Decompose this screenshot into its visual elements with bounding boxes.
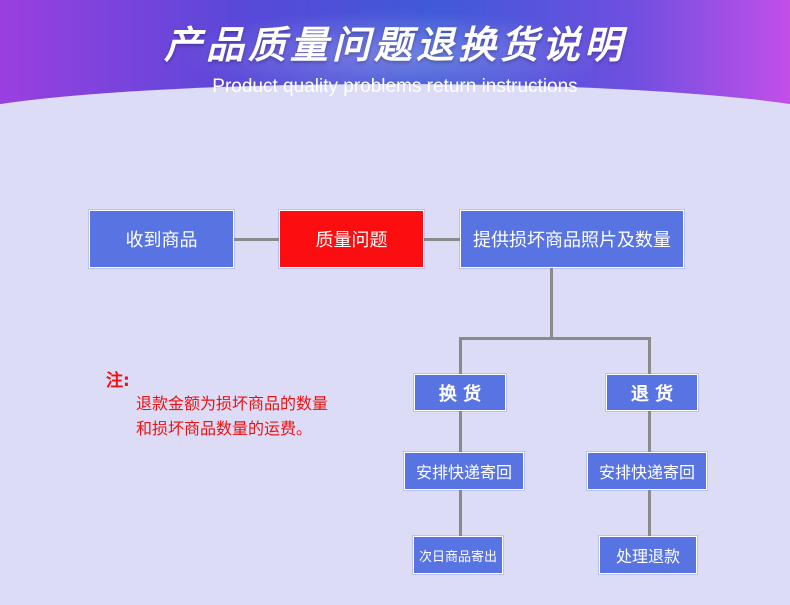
connector-branch-right — [648, 337, 651, 374]
flow-step-provide-photos: 提供损坏商品照片及数量 — [460, 210, 684, 268]
flow-step-quality-issue: 质量问题 — [279, 210, 424, 268]
note-line-2: 和损坏商品数量的运费。 — [136, 419, 313, 438]
connector-return-ship — [648, 411, 651, 453]
connector-branch-left — [459, 337, 462, 374]
page-title: 产品质量问题退换货说明 — [163, 23, 626, 67]
flow-step-receive-goods: 收到商品 — [89, 210, 234, 268]
connector-photos-down — [550, 268, 553, 338]
connector-exchange-ship — [459, 411, 462, 453]
connector-return-refund — [648, 490, 651, 536]
flow-step-return-ship-back: 安排快递寄回 — [587, 452, 707, 490]
note-label: 注: — [106, 371, 130, 391]
connector-quality-photos — [424, 238, 461, 241]
page-subtitle: Product quality problems return instruct… — [212, 76, 578, 97]
flow-step-exchange: 换 货 — [414, 374, 506, 411]
connector-receive-quality — [233, 238, 280, 241]
flow-step-exchange-ship-back: 安排快递寄回 — [404, 452, 524, 490]
flow-step-return: 退 货 — [606, 374, 698, 411]
flow-step-refund: 处理退款 — [599, 536, 697, 574]
connector-exchange-send — [459, 490, 462, 536]
flow-step-next-day-ship: 次日商品寄出 — [413, 536, 503, 574]
header-banner — [0, 0, 790, 110]
connector-branch-horizontal — [459, 337, 651, 340]
note-line-1: 退款金额为损坏商品的数量 — [136, 394, 329, 413]
